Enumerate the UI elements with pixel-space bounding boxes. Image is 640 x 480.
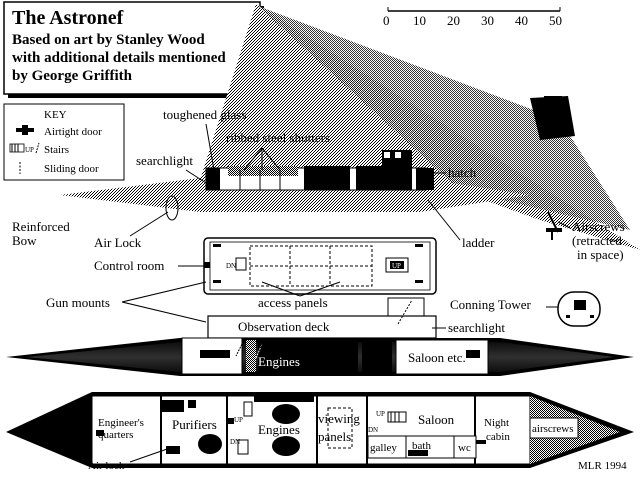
scale-tick-0: 0 [383,13,390,28]
title-line-1: Based on art by Stanley Wood [12,32,205,48]
label-galley: galley [370,442,397,454]
key-item-sliding-door: Sliding door [44,163,99,175]
airscrew-retracted-icon [546,211,562,240]
key-item-airtight-door: Airtight door [44,126,102,138]
label-engines-low: Engines [258,422,300,437]
label-control-room: Control room [94,258,164,273]
label-conning-tower: Conning Tower [450,297,531,312]
key-heading: KEY [44,109,67,121]
label-toughened-glass: toughened glass [163,107,246,122]
label-wc: wc [458,442,471,454]
label-purifiers: Purifiers [172,417,217,432]
label-bath: bath [412,440,431,452]
leader-airscrews [557,221,571,229]
airtight-door-icon [16,125,34,135]
scale-tick-30: 30 [481,13,494,28]
label-saloon-mid: Saloon etc. [408,350,466,365]
leader-air-lock [129,211,169,237]
label-reinforced: Reinforced [12,219,70,234]
scale-bar: 0 10 20 30 40 50 [383,7,562,28]
label-gun-mounts: Gun mounts [46,295,110,310]
label-searchlight-mid: searchlight [448,320,505,335]
lower-dn-mark-b: DN [368,426,378,434]
title-box: The Astronef Based on art by Stanley Woo… [3,1,264,98]
conning-tower-plan [557,291,601,327]
upper-dn-mark: DN [226,262,236,270]
scale-tick-20: 20 [447,13,460,28]
label-engineers-2: quarters [98,429,133,441]
label-night-2: cabin [486,431,510,443]
label-engines-mid: Engines [258,354,300,369]
label-ribbed-shutters: ribbed steel shutters [226,130,330,145]
leader-access-panels [261,281,341,297]
observation-deck [207,297,437,339]
title-heading: The Astronef [12,7,124,29]
leader-ladder [427,199,461,241]
stairs-up-mark: UP [25,146,34,154]
label-viewing-1: viewing [318,411,360,426]
leader-air-lock-low [129,447,171,463]
lower-deck-plan [6,392,634,468]
stairs-icon: UP [9,142,40,154]
label-air-lock: Air Lock [94,235,142,250]
leader-searchlight-top [185,169,207,184]
label-storage-lockers: storage lockers etc. [258,339,343,351]
label-airscrews: Airscrews [572,219,625,234]
label-ladder: ladder [462,235,495,250]
leader-gun-mounts [121,281,207,323]
scale-tick-40: 40 [515,13,528,28]
label-air-lock-low: Air lock [88,460,125,472]
label-saloon-low: Saloon [418,412,455,427]
lower-up-mark-b: UP [376,410,385,418]
superstructure [205,150,434,191]
title-line-2: with additional details mentioned [12,50,226,66]
label-engineers-1: Engineer's [98,417,144,429]
label-access-panels: access panels [258,295,328,310]
label-bow: Bow [12,233,37,248]
label-searchlight-top: searchlight [136,153,193,168]
upper-deck-plan [203,237,437,295]
leader-toughened-glass [205,123,215,171]
middle-section-hull [6,337,634,376]
key-box: KEY Airtight door UP Stairs Sliding door [3,103,125,181]
lower-up-mark-a: UP [234,416,243,424]
label-retracted-2: in space) [577,247,624,262]
label-observation-deck: Observation deck [238,319,330,334]
lower-dn-mark-a: DN [230,438,240,446]
label-retracted-1: (retracted [572,233,622,248]
scale-tick-10: 10 [413,13,426,28]
label-hatch: hatch [448,165,477,180]
air-lock-hatch [165,195,179,221]
credit: MLR 1994 [578,460,627,472]
key-item-stairs: Stairs [44,144,69,156]
label-viewing-2: panels [318,429,351,444]
title-line-3: by George Griffith [12,68,133,84]
upper-up-mark: UP [392,262,401,270]
scale-tick-50: 50 [549,13,562,28]
label-airscrews-low: airscrews [532,423,574,435]
leader-ribbed-shutters [243,147,281,171]
label-night-1: Night [484,417,509,429]
